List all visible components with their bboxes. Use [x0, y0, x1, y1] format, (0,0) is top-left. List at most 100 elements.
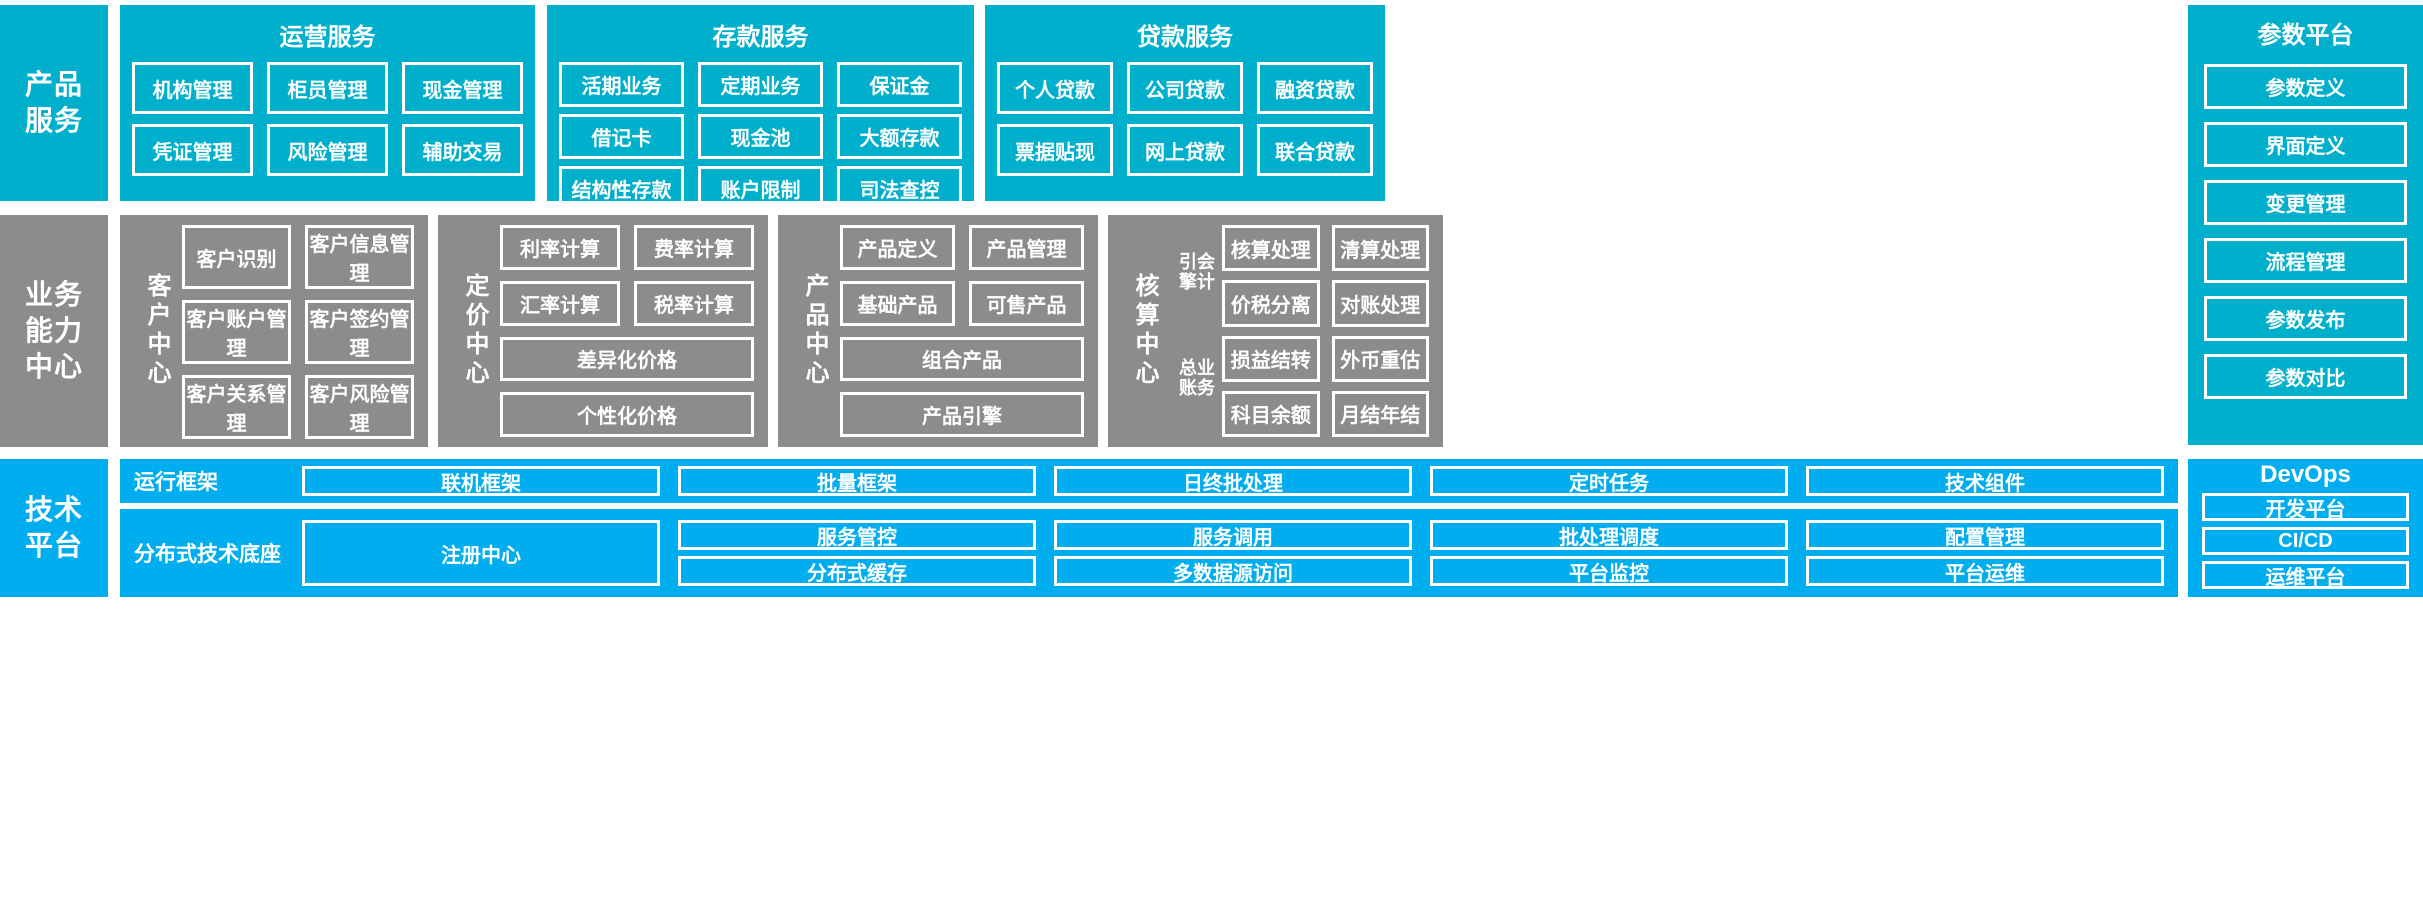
capability-cell-wide[interactable]: 产品引擎 [840, 392, 1084, 437]
center-label-accounting: 核算中心 [1131, 273, 1158, 389]
service-cell[interactable]: 凭证管理 [132, 124, 253, 176]
row-label-line-3: 中心 [24, 350, 83, 382]
service-cell[interactable]: 票据贴现 [997, 124, 1113, 176]
runtime-framework-band: 运行框架 联机框架 批量框架 日终批处理 定时任务 技术组件 [120, 459, 2178, 503]
loan-services-grid: 个人贷款 公司贷款 融资贷款 票据贴现 网上贷款 联合贷款 [997, 62, 1373, 176]
service-cell[interactable]: 账户限制 [698, 166, 823, 211]
tech-cell[interactable]: 多数据源访问 [1054, 556, 1412, 586]
capability-cell[interactable]: 费率计算 [634, 225, 754, 270]
row-label-line-2: 平台 [24, 530, 83, 561]
capability-cell[interactable]: 客户识别 [182, 225, 291, 289]
parameter-item[interactable]: 界面定义 [2204, 122, 2407, 167]
capability-cell-wide[interactable]: 个性化价格 [500, 392, 754, 437]
service-cell[interactable]: 柜员管理 [267, 62, 388, 114]
service-cell[interactable]: 公司贷款 [1127, 62, 1243, 114]
devops-item[interactable]: 运维平台 [2202, 561, 2409, 589]
capability-cell[interactable]: 汇率计算 [500, 280, 620, 326]
row-label-line-2: 能力 [24, 315, 83, 347]
capability-cell[interactable]: 客户信息管理 [305, 225, 414, 289]
tech-cell[interactable]: 配置管理 [1806, 520, 2164, 550]
runtime-framework-label: 运行框架 [134, 471, 218, 494]
service-cell[interactable]: 活期业务 [559, 62, 684, 107]
center-product: 产品中心 产品定义 产品管理 基础产品 可售产品 组合产品 产品引擎 [778, 215, 1098, 447]
devops-item[interactable]: CI/CD [2202, 527, 2409, 555]
capability-cell[interactable]: 利率计算 [500, 225, 620, 270]
devops-title: DevOps [2260, 461, 2351, 488]
service-cell[interactable]: 定期业务 [698, 62, 823, 107]
tech-cell[interactable]: 平台监控 [1430, 556, 1788, 586]
service-cell[interactable]: 现金管理 [402, 62, 523, 114]
capability-cell[interactable]: 可售产品 [969, 280, 1084, 326]
devops-item[interactable]: 开发平台 [2202, 493, 2409, 521]
service-cell[interactable]: 风险管理 [267, 124, 388, 176]
service-cell[interactable]: 借记卡 [559, 114, 684, 159]
capability-cell[interactable]: 核算处理 [1222, 225, 1320, 272]
service-cell[interactable]: 大额存款 [837, 114, 962, 159]
capability-cell[interactable]: 客户账户管理 [182, 300, 291, 364]
service-cell[interactable]: 司法查控 [837, 166, 962, 211]
capability-cell[interactable]: 客户风险管理 [305, 375, 414, 439]
sublabel-accounting-engine: 会计引擎 [1177, 252, 1215, 292]
parameter-platform-panel: 参数平台 参数定义 界面定义 变更管理 流程管理 参数发布 参数对比 [2188, 5, 2423, 445]
row-label-line-1: 业务 [24, 279, 83, 311]
center-label-pricing: 定价中心 [461, 273, 488, 389]
capability-cell[interactable]: 损益结转 [1222, 335, 1320, 382]
devops-list: 开发平台 CI/CD 运维平台 [2202, 493, 2409, 589]
product-center-grid: 产品定义 产品管理 基础产品 可售产品 组合产品 产品引擎 [840, 225, 1084, 437]
tech-cell[interactable]: 服务管控 [678, 520, 1036, 550]
capability-cell[interactable]: 月结年结 [1331, 390, 1429, 437]
deposit-services-grid: 活期业务 定期业务 保证金 借记卡 现金池 大额存款 结构性存款 账户限制 司法… [559, 62, 962, 211]
capability-cell[interactable]: 价税分离 [1222, 280, 1320, 327]
capability-cell[interactable]: 科目余额 [1222, 390, 1320, 437]
service-cell[interactable]: 辅助交易 [402, 124, 523, 176]
capability-cell-wide[interactable]: 组合产品 [840, 336, 1084, 382]
sublabel-business-ledger: 业务总账 [1177, 358, 1215, 398]
capability-cell-wide[interactable]: 差异化价格 [500, 336, 754, 382]
service-cell[interactable]: 联合贷款 [1257, 124, 1373, 176]
parameter-item[interactable]: 参数对比 [2204, 354, 2407, 399]
runtime-framework-items: 联机框架 批量框架 日终批处理 定时任务 技术组件 [302, 466, 2164, 496]
tech-cell-registry[interactable]: 注册中心 [302, 520, 660, 586]
row-label-line-1: 产品 [24, 69, 83, 101]
row-label-line-1: 技术 [24, 494, 83, 526]
capability-cell[interactable]: 基础产品 [840, 280, 955, 326]
tech-cell[interactable]: 服务调用 [1054, 520, 1412, 550]
capability-cell[interactable]: 清算处理 [1331, 225, 1429, 272]
capability-cell[interactable]: 客户签约管理 [305, 300, 414, 364]
tech-cell[interactable]: 批量框架 [678, 466, 1036, 496]
center-accounting: 核算中心 会计引擎 业务总账 核算处理 清算处理 价税分离 对账处理 损益结转 … [1108, 215, 1443, 447]
service-cell[interactable]: 个人贷款 [997, 62, 1113, 114]
pricing-center-grid: 利率计算 费率计算 汇率计算 税率计算 差异化价格 个性化价格 [500, 225, 754, 437]
tech-cell[interactable]: 定时任务 [1430, 466, 1788, 496]
parameter-item[interactable]: 流程管理 [2204, 238, 2407, 283]
accounting-center-grid: 核算处理 清算处理 价税分离 对账处理 损益结转 外币重估 科目余额 月结年结 [1222, 225, 1429, 437]
capability-cell[interactable]: 税率计算 [634, 280, 754, 326]
center-customer: 客户中心 客户识别 客户信息管理 客户账户管理 客户签约管理 客户关系管理 客户… [120, 215, 428, 447]
service-cell[interactable]: 网上贷款 [1127, 124, 1243, 176]
parameter-item[interactable]: 变更管理 [2204, 180, 2407, 225]
service-cell[interactable]: 结构性存款 [559, 166, 684, 211]
tech-cell[interactable]: 平台运维 [1806, 556, 2164, 586]
center-label-customer: 客户中心 [143, 273, 170, 389]
row-label-technology-platform: 技术 平台 [0, 459, 108, 597]
capability-cell[interactable]: 对账处理 [1331, 280, 1429, 327]
capability-cell[interactable]: 外币重估 [1331, 335, 1429, 382]
tech-cell[interactable]: 技术组件 [1806, 466, 2164, 496]
tech-cell[interactable]: 联机框架 [302, 466, 660, 496]
group-operation-services: 运营服务 机构管理 柜员管理 现金管理 凭证管理 风险管理 辅助交易 [120, 5, 535, 201]
tech-cell[interactable]: 日终批处理 [1054, 466, 1412, 496]
tech-cell[interactable]: 批处理调度 [1430, 520, 1788, 550]
center-pricing: 定价中心 利率计算 费率计算 汇率计算 税率计算 差异化价格 个性化价格 [438, 215, 768, 447]
service-cell[interactable]: 机构管理 [132, 62, 253, 114]
tech-cell[interactable]: 分布式缓存 [678, 556, 1036, 586]
service-cell[interactable]: 保证金 [837, 62, 962, 107]
parameter-item[interactable]: 参数发布 [2204, 296, 2407, 341]
capability-cell[interactable]: 客户关系管理 [182, 375, 291, 439]
capability-cell[interactable]: 产品管理 [969, 225, 1084, 270]
row-label-business-capability: 业务 能力 中心 [0, 215, 108, 447]
parameter-item[interactable]: 参数定义 [2204, 64, 2407, 109]
service-cell[interactable]: 现金池 [698, 114, 823, 159]
service-cell[interactable]: 融资贷款 [1257, 62, 1373, 114]
capability-cell[interactable]: 产品定义 [840, 225, 955, 270]
